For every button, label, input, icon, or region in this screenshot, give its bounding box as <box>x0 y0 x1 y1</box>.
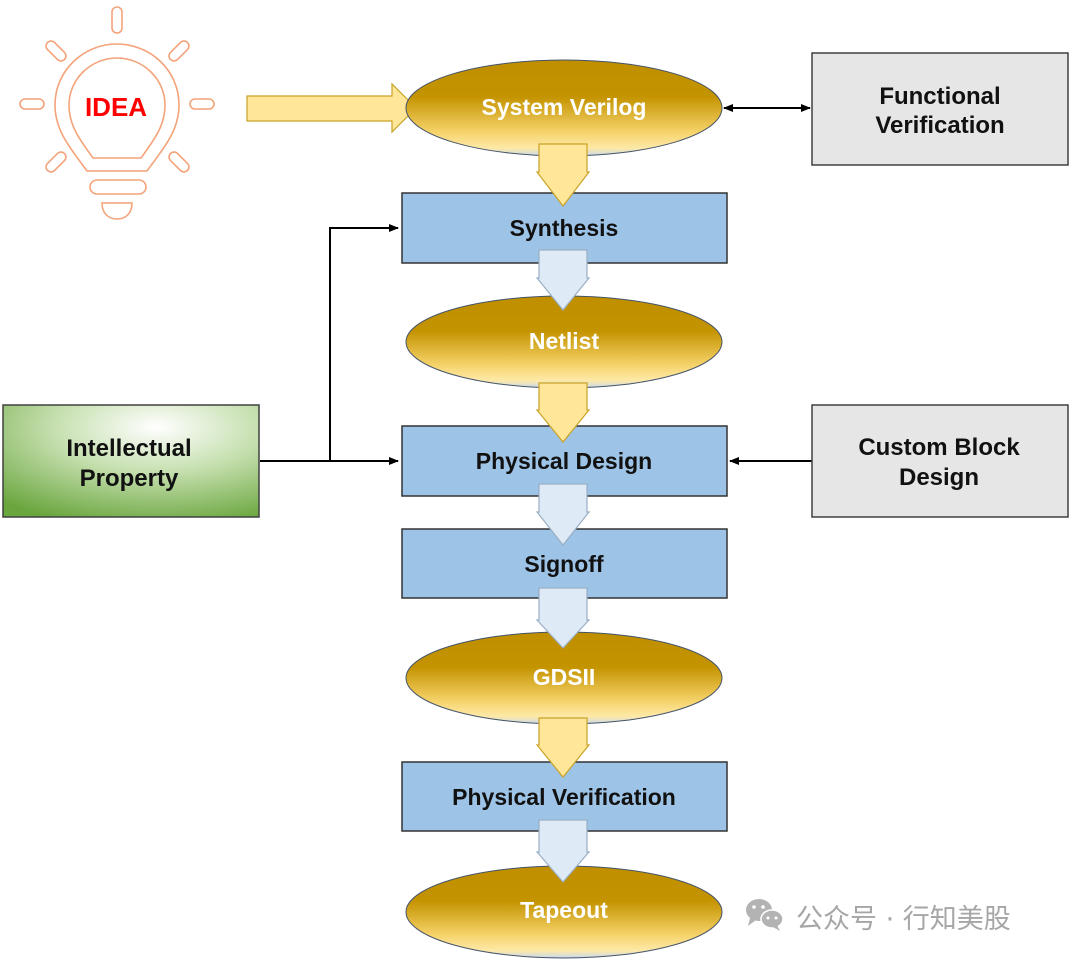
idea-label: IDEA <box>85 92 147 122</box>
watermark-text: 公众号 · 行知美股 <box>796 904 1011 935</box>
down-arrow-5 <box>535 587 591 649</box>
intellectual-property-label-1: Intellectual <box>66 435 191 462</box>
signoff-label: Signoff <box>524 551 604 577</box>
wechat-icon <box>746 899 784 931</box>
synthesis-label: Synthesis <box>510 215 619 241</box>
down-arrow-3 <box>535 382 591 443</box>
down-arrow-4 <box>535 483 591 546</box>
idea-arrow <box>246 82 417 134</box>
netlist-label: Netlist <box>529 328 600 354</box>
functional-verification-label-2: Verification <box>875 112 1004 139</box>
down-arrow-6 <box>535 717 591 778</box>
down-arrow-2 <box>535 249 591 311</box>
down-arrow-1 <box>535 143 591 207</box>
functional-verification-label-1: Functional <box>879 83 1000 110</box>
physical-verification-label: Physical Verification <box>452 784 676 810</box>
intellectual-property-label-2: Property <box>80 465 179 492</box>
custom-block-design-label-1: Custom Block <box>858 434 1020 461</box>
functional-verification-box <box>811 52 1069 166</box>
ip-connector-synthesis <box>260 224 399 462</box>
custom-block-design-box <box>811 404 1069 518</box>
intellectual-property-box <box>2 404 260 518</box>
custom-block-design-label-2: Design <box>899 464 979 491</box>
system-verilog-label: System Verilog <box>482 94 647 120</box>
down-arrow-7 <box>535 819 591 883</box>
tapeout-label: Tapeout <box>520 897 608 923</box>
physical-design-label: Physical Design <box>476 448 652 474</box>
lightbulb-icon <box>19 6 215 220</box>
gdsii-label: GDSII <box>533 664 596 690</box>
